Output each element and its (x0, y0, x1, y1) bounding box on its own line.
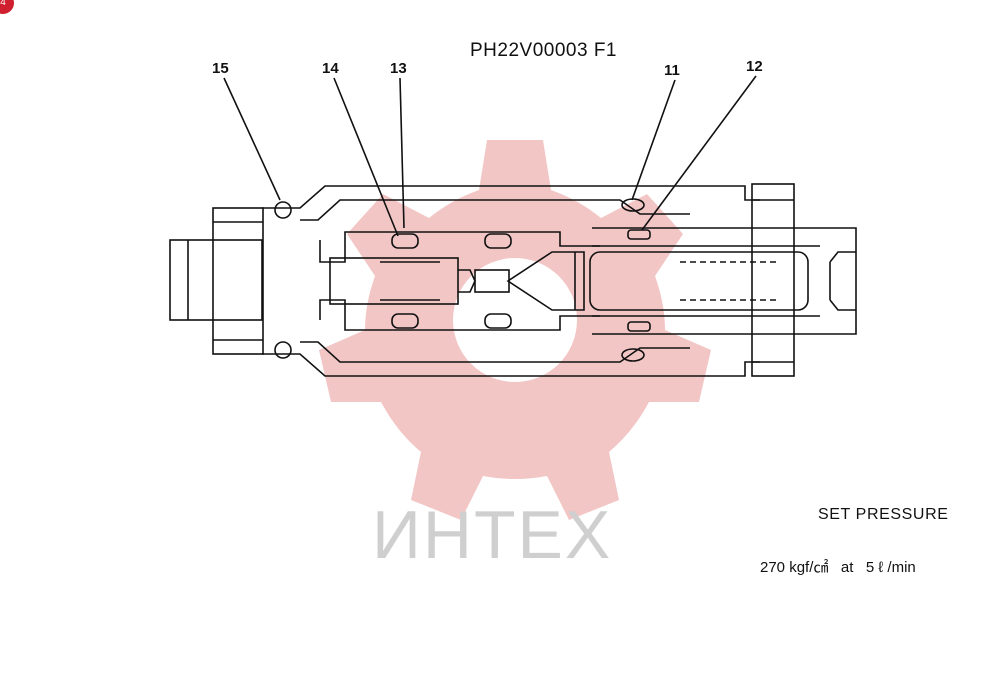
part-label-13: 13 (390, 60, 407, 77)
drawing-number: PH22V00003 F1 (470, 40, 617, 61)
set-pressure-value: 270 kgf/㎠ at 5 ℓ /min (760, 559, 916, 576)
part-label-15: 15 (212, 60, 229, 77)
watermark-text: ИНТЕХ (372, 497, 613, 573)
part-label-12: 12 (746, 58, 763, 75)
page-badge: 4 (0, 0, 14, 14)
part-label-11: 11 (664, 62, 680, 79)
part-label-14: 14 (322, 60, 339, 77)
set-pressure-heading: SET PRESSURE (818, 506, 949, 523)
